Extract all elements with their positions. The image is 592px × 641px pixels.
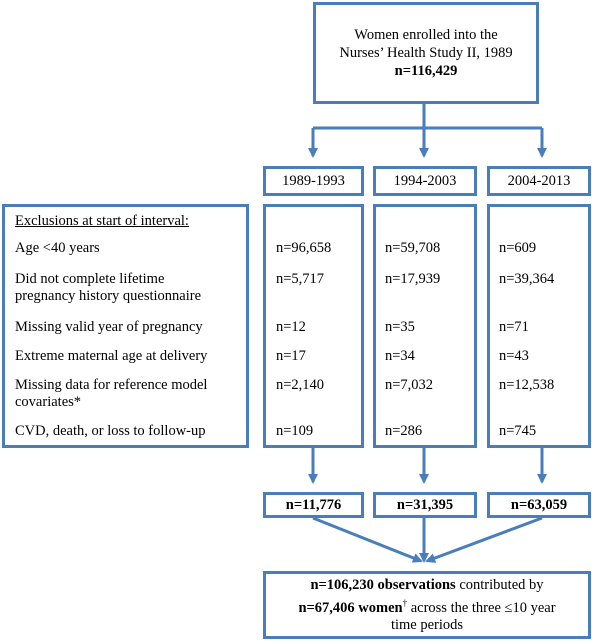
observations-count: n=106,230 observations: [310, 576, 456, 593]
value-pregnancy-year: n=12: [276, 319, 306, 335]
exclusion-label-covariates-1: Missing data for reference model: [15, 377, 208, 393]
enrollment-box: Women enrolled into the Nurses’ Health S…: [313, 2, 539, 104]
final-line-3: time periods: [390, 617, 464, 634]
value-age: n=609: [499, 240, 537, 256]
period-box-2004-2013: 2004-2013: [487, 166, 591, 196]
exclusions-header: Exclusions at start of interval:: [15, 213, 189, 229]
observations-text: contributed by: [455, 576, 544, 593]
exclusion-values-1989-1993: n=96,658 n=5,717 n=12 n=17 n=2,140 n=109: [263, 204, 364, 448]
final-line-1: n=106,230 observations contributed by: [310, 576, 543, 594]
value-maternal-age: n=34: [385, 348, 415, 364]
total-value: n=11,776: [285, 497, 342, 513]
exclusion-label-questionnaire-1: Did not complete lifetime: [15, 271, 165, 287]
period-label: 1994-2003: [393, 173, 457, 189]
value-age: n=96,658: [276, 240, 332, 256]
value-questionnaire: n=39,364: [499, 271, 555, 287]
period-box-1989-1993: 1989-1993: [263, 166, 364, 196]
total-value: n=31,395: [396, 497, 454, 513]
value-pregnancy-year: n=35: [385, 319, 415, 335]
value-covariates: n=7,032: [385, 377, 434, 393]
exclusion-values-2004-2013: n=609 n=39,364 n=71 n=43 n=12,538 n=745: [487, 204, 591, 448]
period-box-1994-2003: 1994-2003: [373, 166, 477, 196]
value-maternal-age: n=17: [276, 348, 306, 364]
value-age: n=59,708: [385, 240, 441, 256]
enrollment-count: n=116,429: [394, 63, 458, 79]
enrollment-line-1: Women enrolled into the: [354, 27, 498, 43]
exclusion-label-questionnaire-2: pregnancy history questionnaire: [15, 288, 202, 304]
value-questionnaire: n=5,717: [276, 271, 325, 287]
enrollment-line-2: Nurses’ Health Study II, 1989: [339, 45, 513, 61]
value-cvd: n=745: [499, 423, 537, 439]
women-count: n=67,406 women: [298, 599, 403, 616]
exclusion-label-pregnancy-year: Missing valid year of pregnancy: [15, 319, 203, 335]
period-total-2004-2013: n=63,059: [487, 492, 591, 518]
value-maternal-age: n=43: [499, 348, 529, 364]
exclusion-label-cvd: CVD, death, or loss to follow-up: [15, 423, 206, 439]
value-cvd: n=286: [385, 423, 423, 439]
value-pregnancy-year: n=71: [499, 319, 529, 335]
merge-arrow-1: [312, 516, 423, 563]
period-label: 1989-1993: [282, 173, 345, 189]
exclusion-label-age: Age <40 years: [15, 240, 100, 256]
exclusion-label-maternal-age: Extreme maternal age at delivery: [15, 348, 208, 364]
value-questionnaire: n=17,939: [385, 271, 441, 287]
covariates-text: covariates*: [15, 394, 82, 410]
exclusion-label-covariates-2: covariates*: [15, 394, 81, 411]
value-cvd: n=109: [276, 423, 314, 439]
period-total-1989-1993: n=11,776: [263, 492, 364, 518]
merge-arrow-3: [425, 516, 543, 563]
value-covariates: n=12,538: [499, 377, 555, 393]
exclusions-label-box: Exclusions at start of interval: Age <40…: [2, 204, 249, 448]
women-text: across the three ≤10 year: [407, 599, 556, 616]
exclusion-values-1994-2003: n=59,708 n=17,939 n=35 n=34 n=7,032 n=28…: [373, 204, 477, 448]
final-line-2: n=67,406 women† across the three ≤10 yea…: [298, 594, 555, 617]
period-total-1994-2003: n=31,395: [373, 492, 477, 518]
total-value: n=63,059: [510, 497, 568, 513]
dagger-mark: †: [402, 597, 408, 608]
period-label: 2004-2013: [507, 173, 571, 189]
value-covariates: n=2,140: [276, 377, 325, 393]
final-summary-box: n=106,230 observations contributed by n=…: [263, 571, 591, 639]
